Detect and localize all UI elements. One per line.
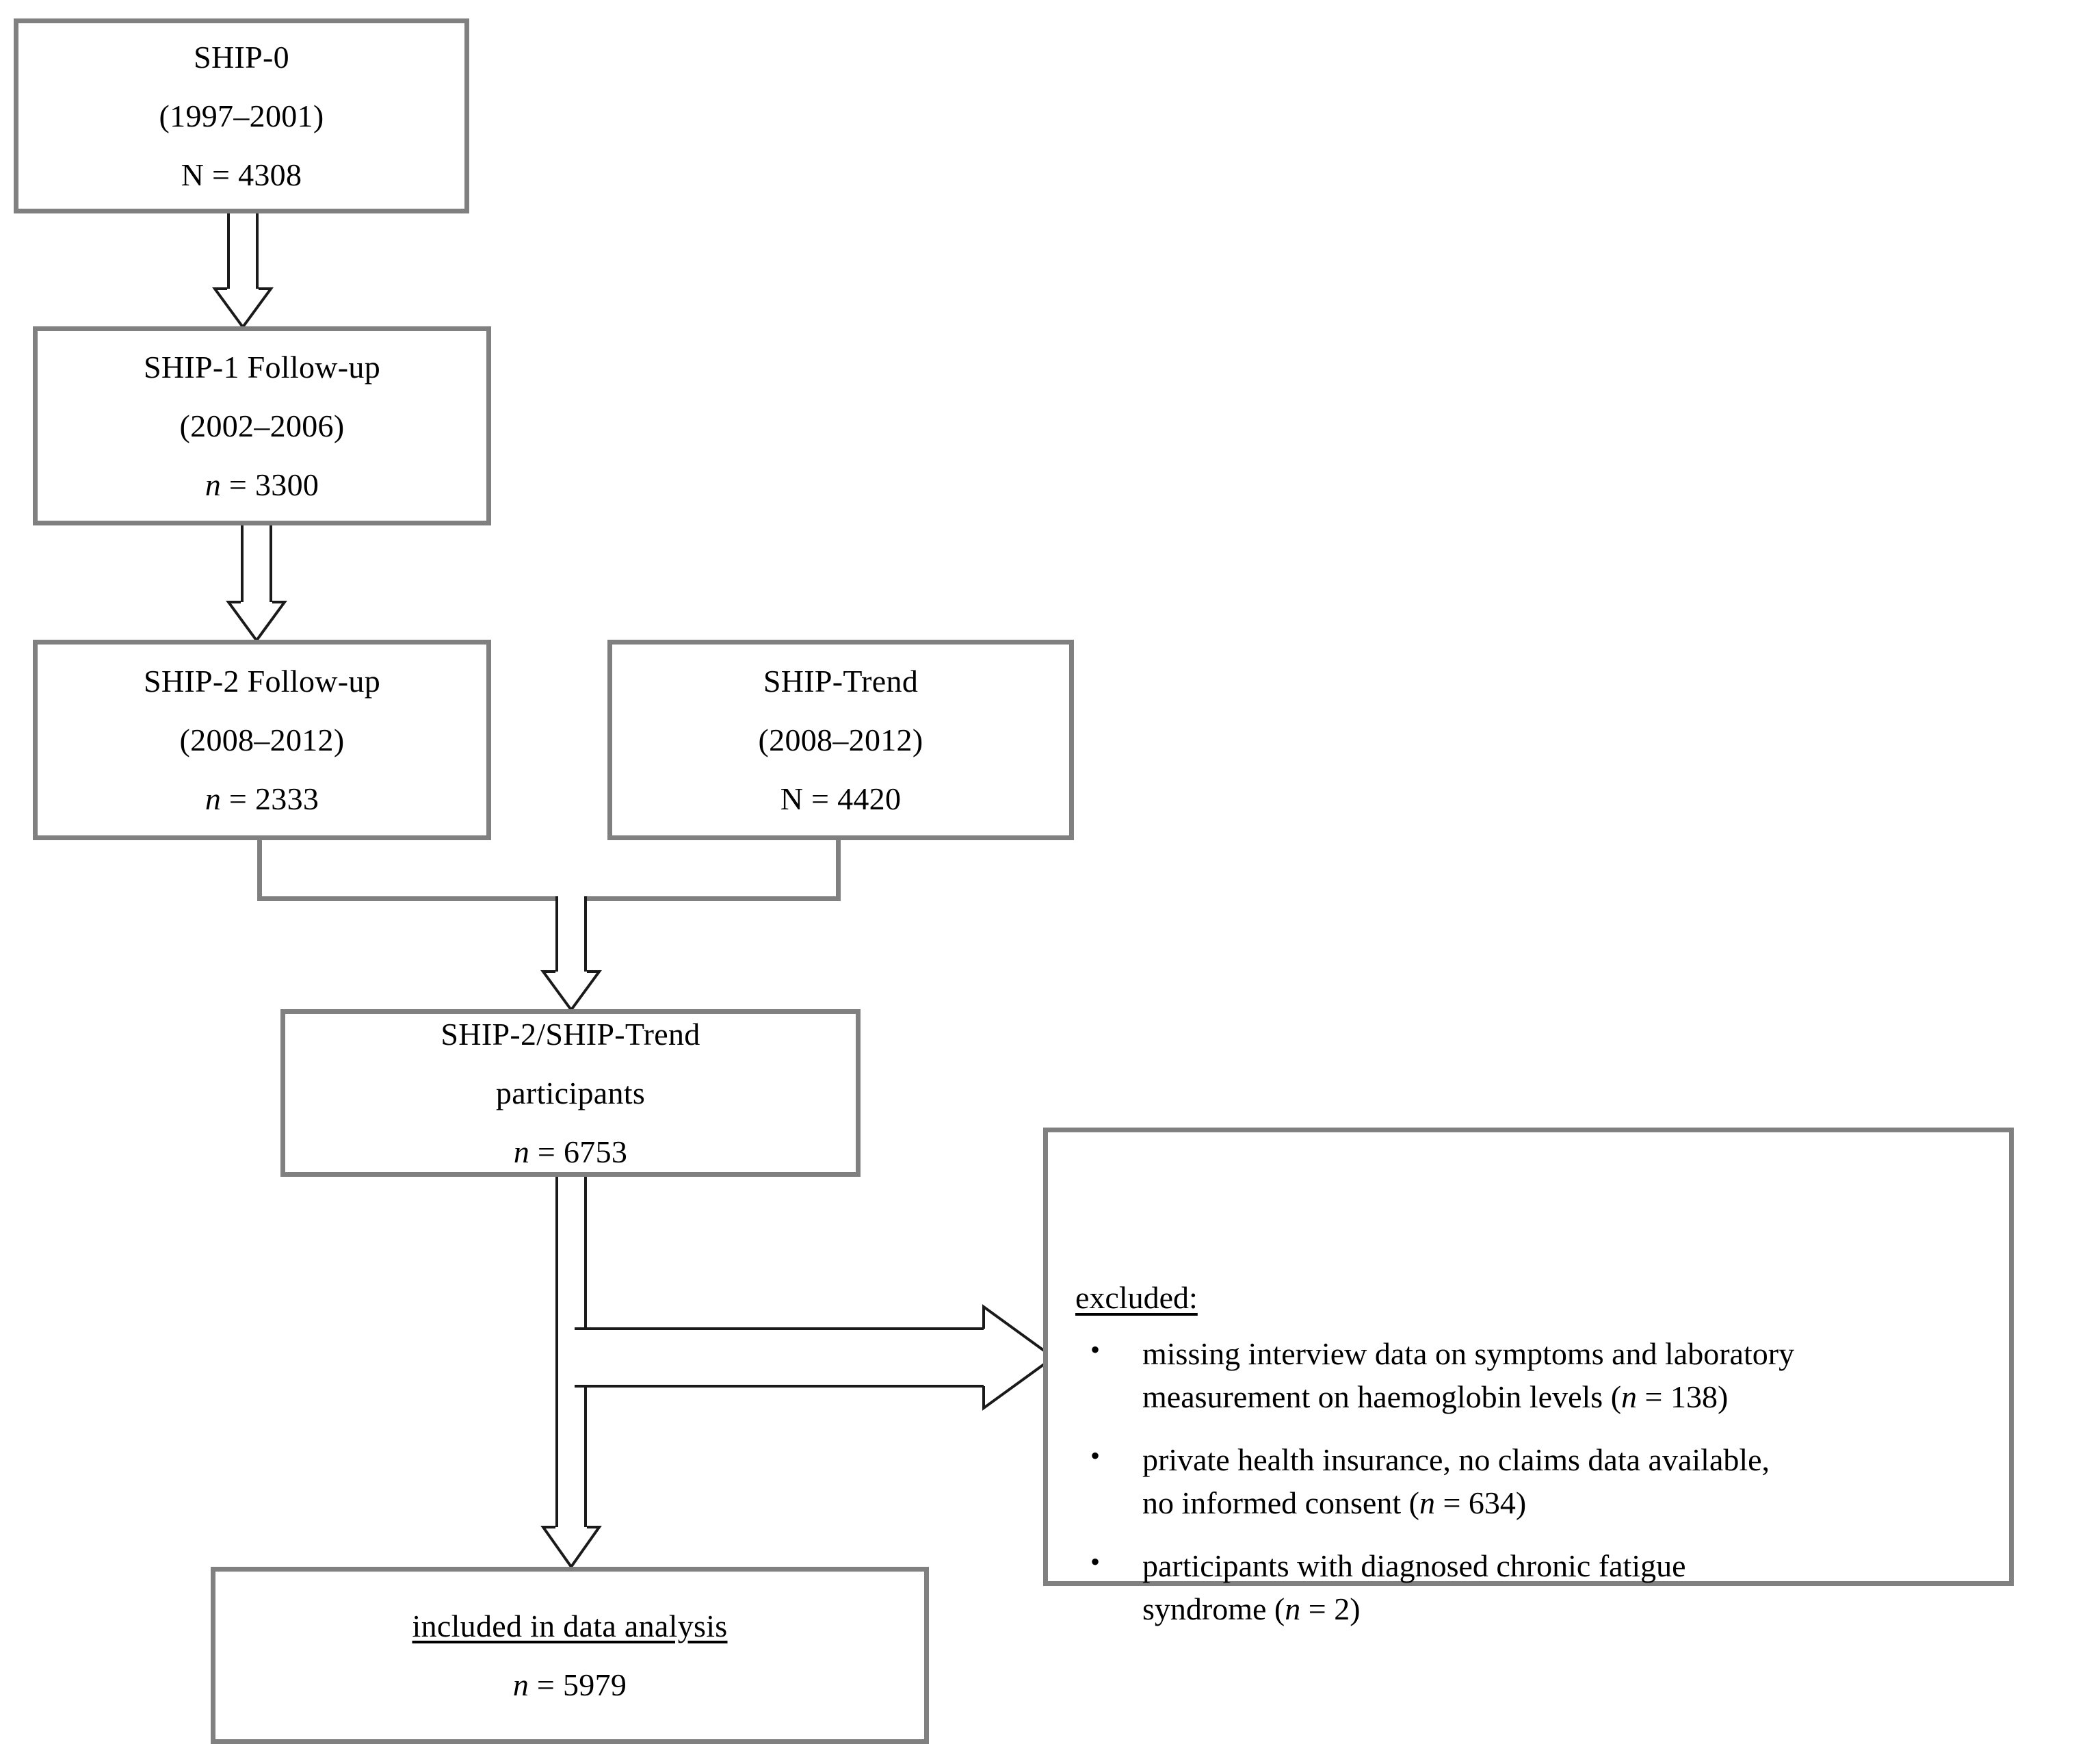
excluded-item-line1: participants with diagnosed chronic fati… <box>1142 1548 1686 1583</box>
bullet-icon: • <box>1090 1440 1101 1471</box>
ship-trend-count: N = 4420 <box>780 781 902 816</box>
excluded-item-symbol: n <box>1621 1379 1638 1415</box>
excluded-item-line2-prefix: syndrome ( <box>1142 1591 1285 1627</box>
excluded-panel: excluded: • missing interview data on sy… <box>1043 1128 2014 1626</box>
list-item: • missing interview data on symptoms and… <box>1075 1332 1993 1419</box>
bullet-icon: • <box>1090 1546 1101 1577</box>
ship-2-count: n = 2333 <box>205 781 319 816</box>
participants-count-symbol: n <box>513 1134 530 1169</box>
ship-1-count-value: 3300 <box>254 467 319 502</box>
ship-1-label: SHIP-1 Follow-up <box>143 349 380 385</box>
arrow-shaft <box>227 213 259 289</box>
bullet-icon: • <box>1090 1334 1101 1365</box>
arrow-head-down-icon <box>540 1526 602 1570</box>
participants-count: n = 6753 <box>513 1134 628 1169</box>
excluded-item-symbol: n <box>1285 1591 1301 1627</box>
arrow-head-down-icon <box>212 287 274 330</box>
participants-label-line2: participants <box>495 1075 646 1110</box>
excluded-item-line1: private health insurance, no claims data… <box>1142 1442 1770 1477</box>
ship2-shiptrend-participants-box: SHIP-2/SHIP-Trend participants n = 6753 <box>280 1009 861 1177</box>
merge-right-drop <box>836 835 841 901</box>
arrow-shaft <box>575 1327 985 1388</box>
arrow-head-down-icon <box>226 601 287 643</box>
ship-1-followup-box: SHIP-1 Follow-up (2002–2006) n = 3300 <box>33 326 491 525</box>
participants-count-value: 6753 <box>563 1134 628 1169</box>
arrow-shaft <box>555 896 587 972</box>
ship-2-label: SHIP-2 Follow-up <box>143 663 380 699</box>
excluded-item-line2-suffix: = 138) <box>1637 1379 1729 1415</box>
ship-2-followup-box: SHIP-2 Follow-up (2008–2012) n = 2333 <box>33 640 491 840</box>
arrow-merge-to-participants <box>540 896 602 1013</box>
included-count-symbol: n <box>512 1667 529 1702</box>
excluded-item-line2-prefix: measurement on haemoglobin levels ( <box>1142 1379 1622 1415</box>
excluded-item-line2-suffix: = 2) <box>1300 1591 1361 1627</box>
excluded-item-line2-suffix: = 634) <box>1434 1485 1527 1521</box>
included-count-value: 5979 <box>562 1667 627 1702</box>
ship-1-period: (2002–2006) <box>179 408 345 443</box>
ship-2-count-symbol: n <box>205 781 222 816</box>
list-item: • private health insurance, no claims da… <box>1075 1438 1993 1525</box>
arrow-head-down-icon <box>540 970 602 1013</box>
included-count: n = 5979 <box>512 1667 627 1702</box>
ship-trend-label: SHIP-Trend <box>763 663 919 699</box>
excluded-item-symbol: n <box>1419 1485 1435 1521</box>
ship-0-period: (1997–2001) <box>159 98 324 133</box>
excluded-item-line2-prefix: no informed consent ( <box>1142 1485 1419 1521</box>
arrow-shaft <box>241 525 272 602</box>
list-item: • participants with diagnosed chronic fa… <box>1075 1544 1993 1631</box>
merge-left-drop <box>257 835 262 901</box>
ship-2-count-value: 2333 <box>254 781 319 816</box>
excluded-title: excluded: <box>1075 1280 1198 1315</box>
ship-trend-box: SHIP-Trend (2008–2012) N = 4420 <box>607 640 1074 840</box>
arrow-ship0-to-ship1 <box>212 213 274 330</box>
included-in-analysis-box: included in data analysis n = 5979 <box>211 1567 929 1744</box>
ship-0-box: SHIP-0 (1997–2001) N = 4308 <box>14 18 469 213</box>
ship-1-count-symbol: n <box>205 467 222 502</box>
excluded-item-line1: missing interview data on symptoms and l… <box>1142 1336 1795 1371</box>
ship-1-count: n = 3300 <box>205 467 319 502</box>
arrow-participants-to-excluded <box>575 1300 1056 1416</box>
ship-2-period: (2008–2012) <box>179 722 345 757</box>
included-label: included in data analysis <box>412 1608 728 1643</box>
ship-0-label: SHIP-0 <box>194 39 289 75</box>
excluded-list: • missing interview data on symptoms and… <box>1075 1332 1993 1650</box>
ship-trend-period: (2008–2012) <box>758 722 923 757</box>
arrow-ship1-to-ship2 <box>226 525 287 643</box>
participants-label-line1: SHIP-2/SHIP-Trend <box>441 1016 700 1052</box>
ship-0-count: N = 4308 <box>181 157 302 192</box>
